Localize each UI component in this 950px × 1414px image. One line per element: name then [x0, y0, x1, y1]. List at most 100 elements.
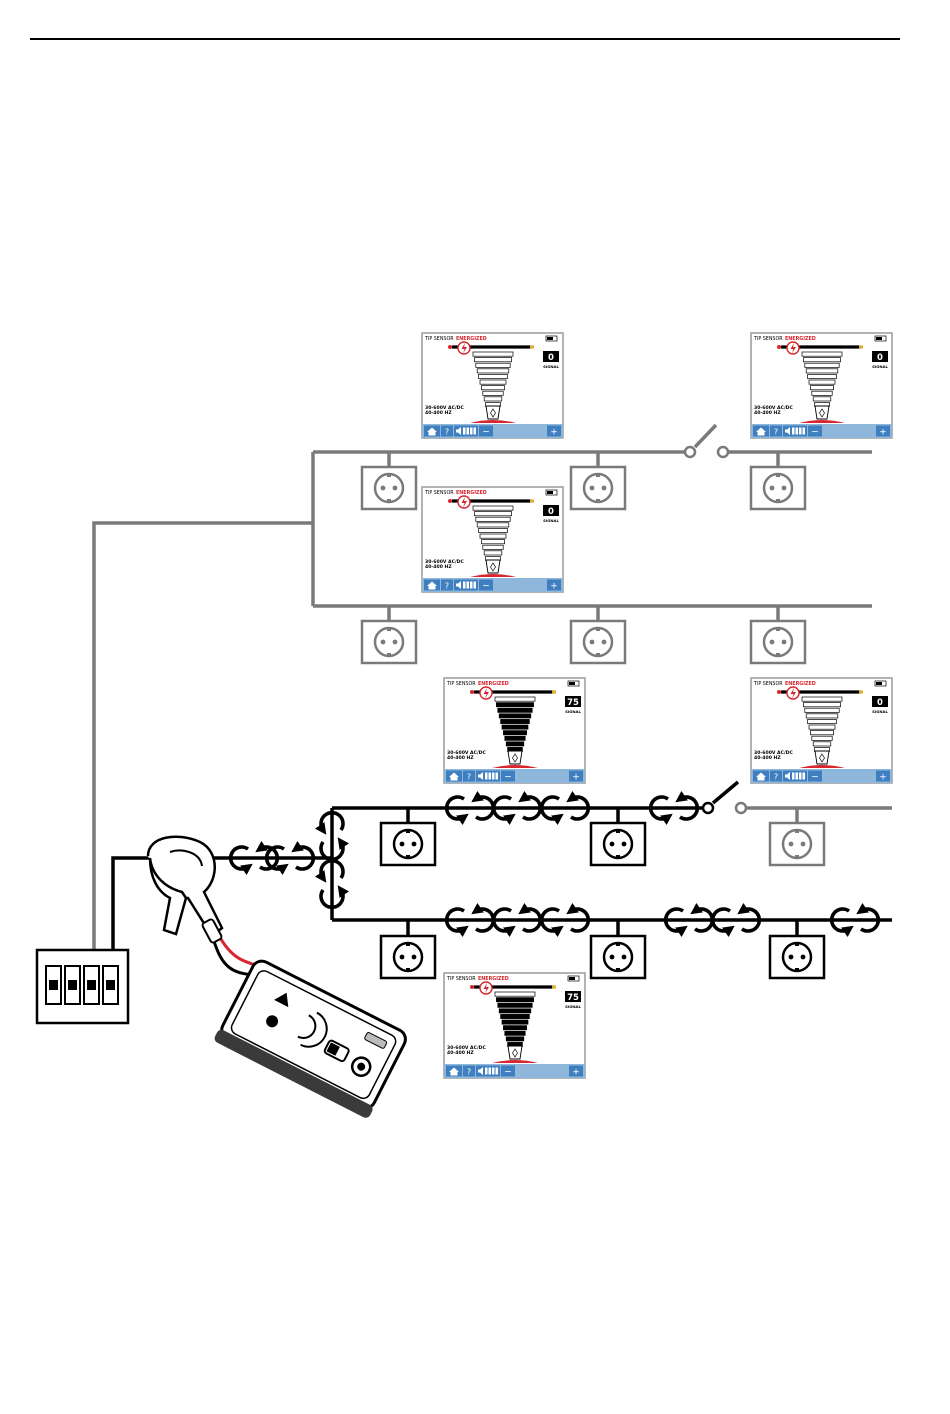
screen-header-label: TIP SENSOR: [424, 336, 454, 342]
help-button[interactable]: ?: [441, 579, 453, 591]
signal-value-box: [565, 696, 581, 707]
help-button[interactable]: ?: [463, 1065, 475, 1077]
help-button[interactable]: ?: [463, 770, 475, 782]
screen-toolbar: ? − +: [444, 769, 585, 783]
volume-icon[interactable]: [476, 770, 500, 782]
decrease-label: −: [504, 773, 512, 783]
signal-bar: [478, 528, 508, 533]
signal-bar: [479, 533, 507, 539]
increase-button[interactable]: +: [876, 770, 890, 783]
screen-toolbar: ? − +: [751, 769, 892, 783]
signal-strength-meter: [494, 696, 536, 758]
increase-button[interactable]: +: [876, 425, 890, 438]
signal-strength-meter: [472, 351, 514, 413]
increase-label: +: [550, 582, 558, 592]
decrease-label: −: [811, 428, 819, 438]
signal-value-box: [872, 696, 888, 707]
screen-status-label: ENERGIZED: [478, 976, 509, 982]
socket-outlet: [569, 465, 627, 511]
decrease-button[interactable]: −: [808, 425, 822, 438]
signal-bar: [803, 702, 841, 708]
signal-bar: [479, 379, 507, 385]
socket-outlets-black: [379, 821, 826, 980]
detector-probe-icon: [492, 750, 538, 768]
signal-bar: [481, 539, 505, 545]
frequency-range: 40-400 HZ: [425, 410, 452, 416]
signal-bar: [497, 1002, 533, 1008]
signal-value: 0: [548, 353, 554, 363]
signal-label: SIGNAL: [872, 709, 888, 714]
screen-toolbar: ? − +: [444, 1064, 585, 1078]
frequency-range: 40-400 HZ: [754, 410, 781, 416]
signal-bar: [804, 707, 840, 713]
increase-button[interactable]: +: [547, 425, 561, 438]
home-icon[interactable]: [753, 770, 769, 782]
screen-toolbar: ? − +: [422, 424, 563, 438]
socket-outlet: [768, 821, 826, 867]
frequency-range: 40-400 HZ: [447, 755, 474, 761]
socket-outlet: [589, 934, 647, 980]
increase-label: +: [572, 1068, 580, 1078]
signal-bar: [498, 1008, 532, 1014]
signal-label: SIGNAL: [872, 364, 888, 369]
signal-value-box: [543, 505, 559, 516]
signal-label: SIGNAL: [565, 709, 581, 714]
help-button[interactable]: ?: [441, 425, 453, 437]
switch-contacts-upper: [683, 445, 730, 459]
home-icon[interactable]: [424, 425, 440, 437]
home-icon[interactable]: [753, 425, 769, 437]
screen-status-label: ENERGIZED: [456, 490, 487, 496]
signal-bar: [807, 374, 837, 379]
signal-bar: [482, 544, 504, 550]
decrease-button[interactable]: −: [479, 579, 493, 592]
screen-header-label: TIP SENSOR: [424, 490, 454, 496]
help-button[interactable]: ?: [770, 770, 782, 782]
signal-bar: [498, 713, 532, 719]
volume-icon[interactable]: [783, 770, 807, 782]
signal-bar: [504, 1030, 526, 1036]
signal-bar: [811, 390, 833, 396]
home-icon[interactable]: [446, 1065, 462, 1077]
signal-bar: [810, 730, 834, 736]
screen-toolbar: ? − +: [422, 578, 563, 592]
increase-button[interactable]: +: [569, 770, 583, 783]
signal-label: SIGNAL: [565, 1004, 581, 1009]
signal-bar: [808, 724, 836, 730]
voltage-range: 30-600V AC/DC: [425, 559, 464, 565]
screen-status-label: ENERGIZED: [785, 681, 816, 687]
signal-bar: [472, 351, 514, 357]
help-button[interactable]: ?: [770, 425, 782, 437]
volume-icon[interactable]: [476, 1065, 500, 1077]
volume-icon[interactable]: [783, 425, 807, 437]
signal-bar: [475, 362, 511, 368]
decrease-button[interactable]: −: [808, 770, 822, 783]
volume-icon[interactable]: [454, 425, 478, 437]
socket-outlet: [589, 821, 647, 867]
signal-strength-meter: [472, 505, 514, 567]
volume-icon[interactable]: [454, 579, 478, 591]
detector-probe-icon: [799, 750, 845, 768]
signal-bar: [503, 730, 527, 736]
increase-button[interactable]: +: [547, 579, 561, 592]
decrease-button[interactable]: −: [479, 425, 493, 438]
signal-value-box: [872, 351, 888, 362]
signal-bar: [474, 357, 512, 363]
signal-bar: [801, 696, 843, 702]
decrease-button[interactable]: −: [501, 1065, 515, 1078]
signal-bar: [474, 511, 512, 517]
screen-status-label: ENERGIZED: [478, 681, 509, 687]
socket-outlet: [360, 619, 418, 665]
signal-value: 0: [877, 353, 883, 363]
help-label: ?: [467, 773, 471, 782]
decrease-button[interactable]: −: [501, 770, 515, 783]
home-icon[interactable]: [446, 770, 462, 782]
header-rule: [30, 38, 900, 40]
home-icon[interactable]: [424, 579, 440, 591]
increase-label: +: [879, 428, 887, 438]
signal-bar: [501, 724, 529, 730]
increase-button[interactable]: +: [569, 1065, 583, 1078]
